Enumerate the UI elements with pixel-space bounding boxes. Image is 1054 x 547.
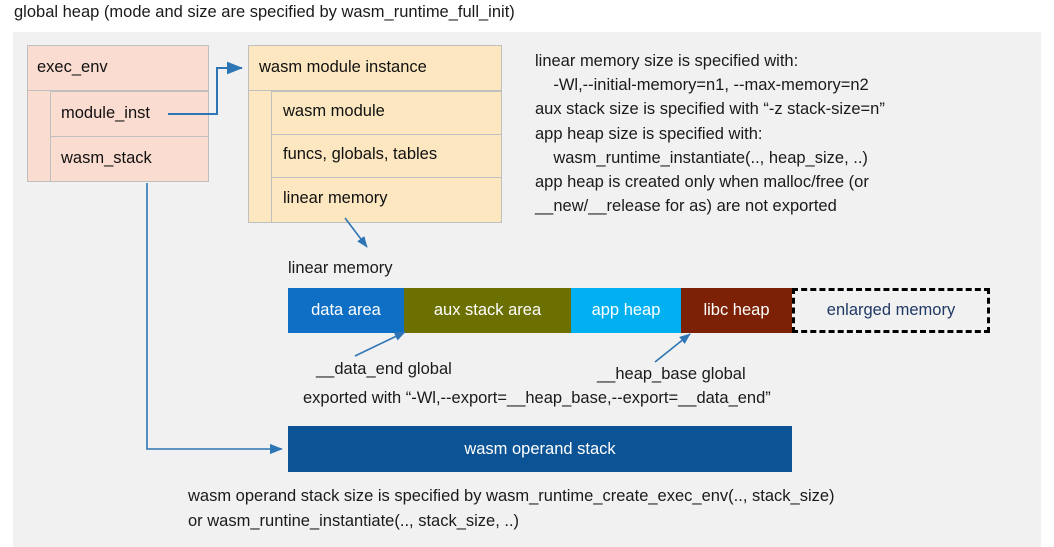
wasm-module-instance-header-label: wasm module instance xyxy=(259,58,427,76)
module-row-wasm-module xyxy=(271,91,502,135)
memory-segment: data area xyxy=(288,288,404,333)
annotation-exported-globals: exported with “-Wl,--export=__heap_base,… xyxy=(303,389,771,407)
memory-segment: app heap xyxy=(571,288,681,333)
annotation-heap-base: __heap_base global xyxy=(597,365,746,383)
exec-env-field-wasm-stack-label: wasm_stack xyxy=(61,149,152,167)
memory-segment: libc heap xyxy=(681,288,792,333)
exec-env-field-wasm-stack xyxy=(50,136,209,182)
linear-memory-caption: linear memory xyxy=(288,259,393,277)
operand-stack-notes: wasm operand stack size is specified by … xyxy=(188,487,835,530)
exec-env-header-label: exec_env xyxy=(37,58,108,76)
module-row-funcs-globals-tables-label: funcs, globals, tables xyxy=(283,145,438,163)
memory-config-notes: linear memory size is specified with: -W… xyxy=(535,52,885,216)
memory-segment: enlarged memory xyxy=(792,288,990,333)
module-row-linear-memory-label: linear memory xyxy=(283,189,388,207)
wasm-module-instance-header xyxy=(248,45,502,91)
annotation-data-end: __data_end global xyxy=(316,360,452,378)
wasm-operand-stack-box: wasm operand stack xyxy=(288,426,792,472)
memory-segment: aux stack area xyxy=(404,288,571,333)
page-title: global heap (mode and size are specified… xyxy=(14,3,515,21)
module-row-wasm-module-label: wasm module xyxy=(283,102,385,120)
exec-env-field-module-inst-label: module_inst xyxy=(61,104,150,122)
